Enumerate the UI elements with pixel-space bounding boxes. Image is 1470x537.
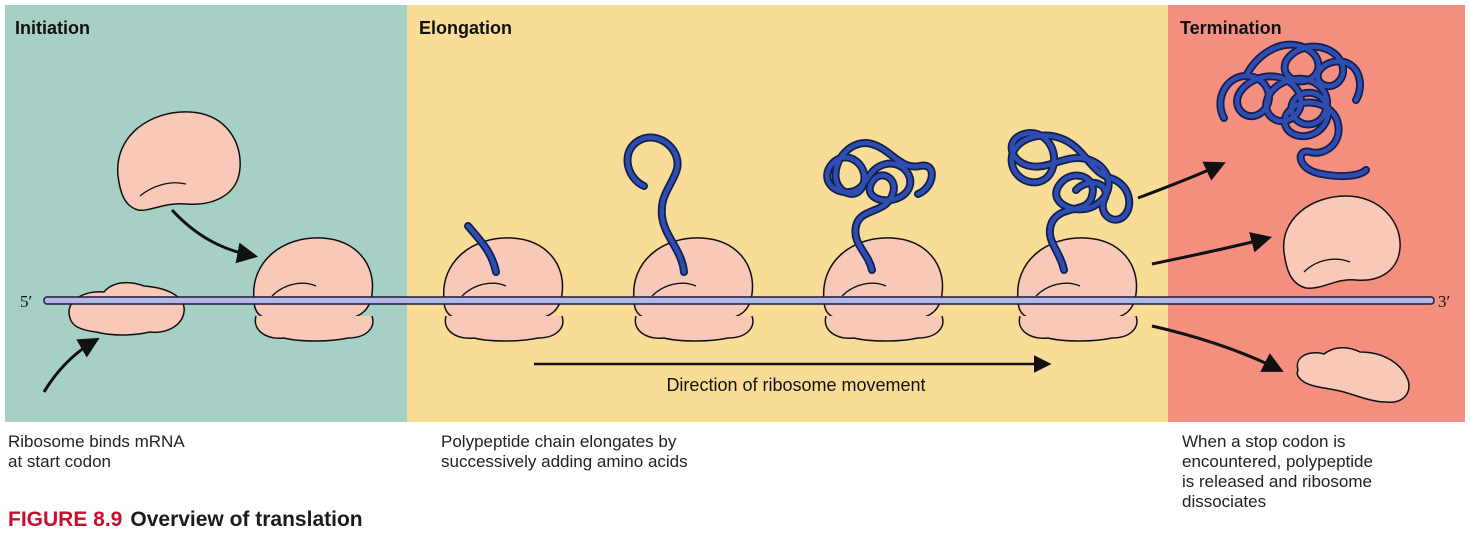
figure-caption: FIGURE 8.9 Overview of translation — [8, 508, 363, 532]
three-prime-label: 3′ — [1438, 292, 1450, 311]
ribosome-elongation-3 — [824, 238, 943, 341]
ribosome-elongation-4 — [1018, 238, 1137, 341]
direction-label: Direction of ribosome movement — [666, 375, 925, 395]
figure-title: Overview of translation — [130, 508, 362, 531]
elongation-title: Elongation — [419, 18, 512, 38]
initiation-caption: Ribosome binds mRNA at start codon — [8, 432, 348, 472]
elongation-caption: Polypeptide chain elongates by successiv… — [441, 432, 861, 472]
five-prime-label: 5′ — [20, 292, 32, 311]
termination-caption: When a stop codon is encountered, polype… — [1182, 432, 1467, 512]
initiation-panel — [5, 5, 407, 422]
figure-number: FIGURE 8.9 — [8, 508, 122, 531]
initiation-title: Initiation — [15, 18, 90, 38]
ribosome-initiation — [254, 238, 373, 341]
ribosome-elongation-2 — [634, 238, 753, 341]
mrna-strand — [44, 297, 1434, 304]
ribosome-elongation-1 — [444, 238, 563, 341]
termination-title: Termination — [1180, 18, 1282, 38]
